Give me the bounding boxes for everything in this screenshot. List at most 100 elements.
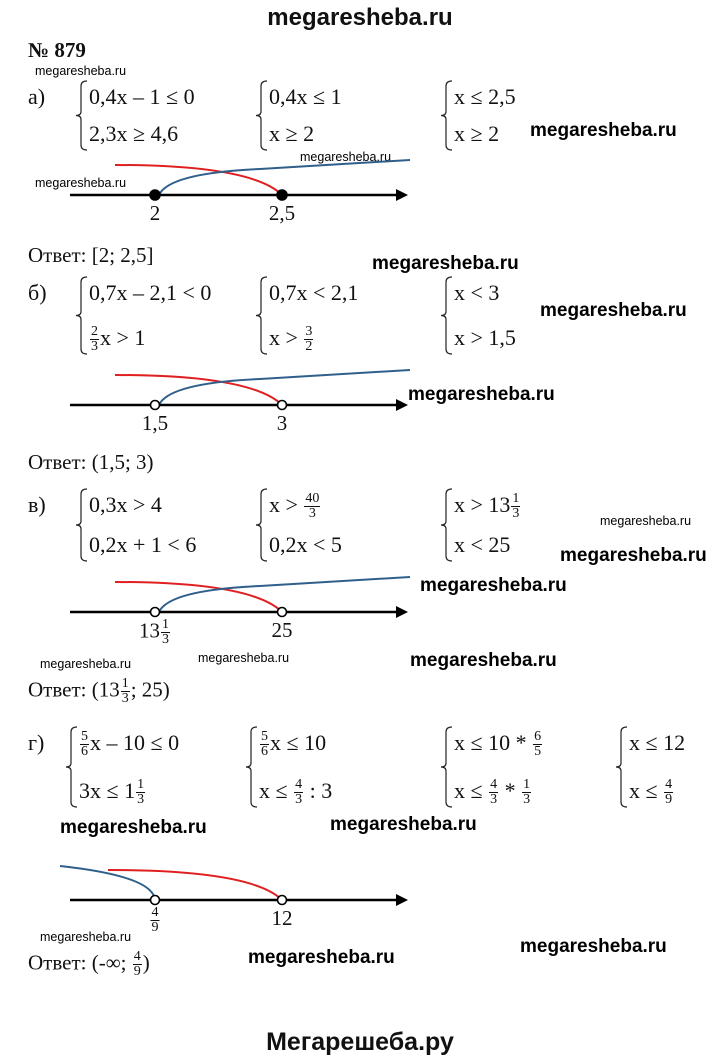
- inequality: x ≥ 2: [454, 121, 499, 147]
- answer-prefix: Ответ:: [28, 243, 92, 267]
- answer-prefix: Ответ:: [28, 950, 92, 975]
- math-text: [2; 2,5]: [91, 243, 154, 267]
- inequality: 2,3x ≥ 4,6: [89, 121, 178, 147]
- brace-icon: [65, 726, 78, 808]
- brace-icon: [75, 276, 88, 355]
- fraction-numerator: 6: [533, 729, 543, 746]
- watermark: megaresheba.ru: [410, 650, 557, 671]
- fraction-numerator: 4: [150, 905, 160, 921]
- watermark: megaresheba.ru: [198, 651, 290, 665]
- interval-curve-red: [114, 374, 283, 406]
- answer-prefix: Ответ:: [28, 450, 92, 474]
- math-text: x > 1: [100, 325, 146, 350]
- watermark: megaresheba.ru: [40, 930, 132, 944]
- fraction-denominator: 3: [512, 506, 520, 522]
- math-text: x < 3: [454, 280, 500, 305]
- math-text: (-∞;: [91, 950, 132, 975]
- math-text: 12: [271, 906, 293, 930]
- math-text: x >: [269, 325, 304, 350]
- inequality: 0,2x < 5: [269, 532, 342, 558]
- number-line: [0, 155, 720, 210]
- watermark: megaresheba.ru: [35, 176, 127, 190]
- inequality: 0,4x – 1 ≤ 0: [89, 84, 195, 110]
- math-text: 1,5: [141, 411, 169, 435]
- watermark: megaresheba.ru: [60, 817, 207, 838]
- fraction-denominator: 6: [261, 744, 268, 760]
- math-text: 0,4x – 1 ≤ 0: [89, 84, 195, 109]
- watermark: megaresheba.ru: [300, 150, 392, 164]
- math-text: ; 25): [130, 677, 170, 702]
- axis-arrow-icon: [396, 189, 408, 201]
- math-text: ): [142, 950, 150, 975]
- math-text: 0,7x < 2,1: [269, 280, 359, 305]
- fraction-numerator: 4: [294, 777, 304, 794]
- watermark: megaresheba.ru: [560, 545, 707, 566]
- fraction-denominator: 9: [151, 920, 159, 935]
- open-point: [149, 894, 161, 906]
- site-header: megaresheba.ru: [267, 4, 453, 31]
- point-label: 2,5: [269, 201, 295, 226]
- fraction-denominator: 2: [305, 339, 313, 355]
- fraction-numerator: 3: [304, 324, 314, 341]
- math-text: 0,4x ≤ 1: [269, 84, 342, 109]
- fraction-numerator: 40: [304, 491, 321, 508]
- open-point: [149, 399, 161, 411]
- interval-curve-blue: [158, 369, 411, 406]
- brace-icon: [75, 488, 88, 562]
- inequality: x > 1,5: [454, 325, 516, 351]
- interval-curve-blue: [158, 159, 411, 196]
- math-text: (1,5; 3): [91, 450, 154, 474]
- number-line: [0, 860, 720, 915]
- math-text: : 3: [304, 778, 333, 803]
- math-text: x – 10 ≤ 0: [90, 730, 180, 755]
- answer-prefix: Ответ:: [28, 677, 92, 702]
- interval-curve-red: [114, 581, 283, 613]
- inequality: 0,2x + 1 < 6: [89, 532, 196, 558]
- problem-number: № 879: [28, 38, 86, 62]
- math-text: x < 25: [454, 532, 511, 557]
- number-line: [0, 572, 720, 627]
- inequality: x < 25: [454, 532, 510, 558]
- interval-curve-red: [114, 164, 283, 196]
- brace-icon: [255, 276, 268, 355]
- open-point: [276, 894, 288, 906]
- brace-icon: [615, 726, 628, 808]
- open-point: [149, 606, 161, 618]
- closed-point: [149, 189, 161, 201]
- point-label: 12: [272, 906, 293, 931]
- watermark: megaresheba.ru: [540, 300, 687, 321]
- fraction-numerator: 5: [260, 729, 269, 746]
- inequality: x ≤ 2,5: [454, 84, 516, 110]
- axis-arrow-icon: [396, 606, 408, 618]
- brace-icon: [440, 80, 453, 151]
- point-label: 2: [150, 201, 161, 226]
- watermark: megaresheba.ru: [35, 64, 127, 78]
- fraction-denominator: 3: [295, 792, 303, 808]
- open-point: [276, 399, 288, 411]
- interval-curve-blue: [158, 576, 411, 613]
- math-text: x ≤ 10: [270, 730, 327, 755]
- point-label: 1,5: [142, 411, 168, 436]
- watermark: megaresheba.ru: [408, 384, 555, 405]
- brace-icon: [255, 488, 268, 562]
- math-text: x ≤ 2,5: [454, 84, 516, 109]
- math-text: x ≤: [259, 778, 294, 803]
- brace-icon: [255, 80, 268, 151]
